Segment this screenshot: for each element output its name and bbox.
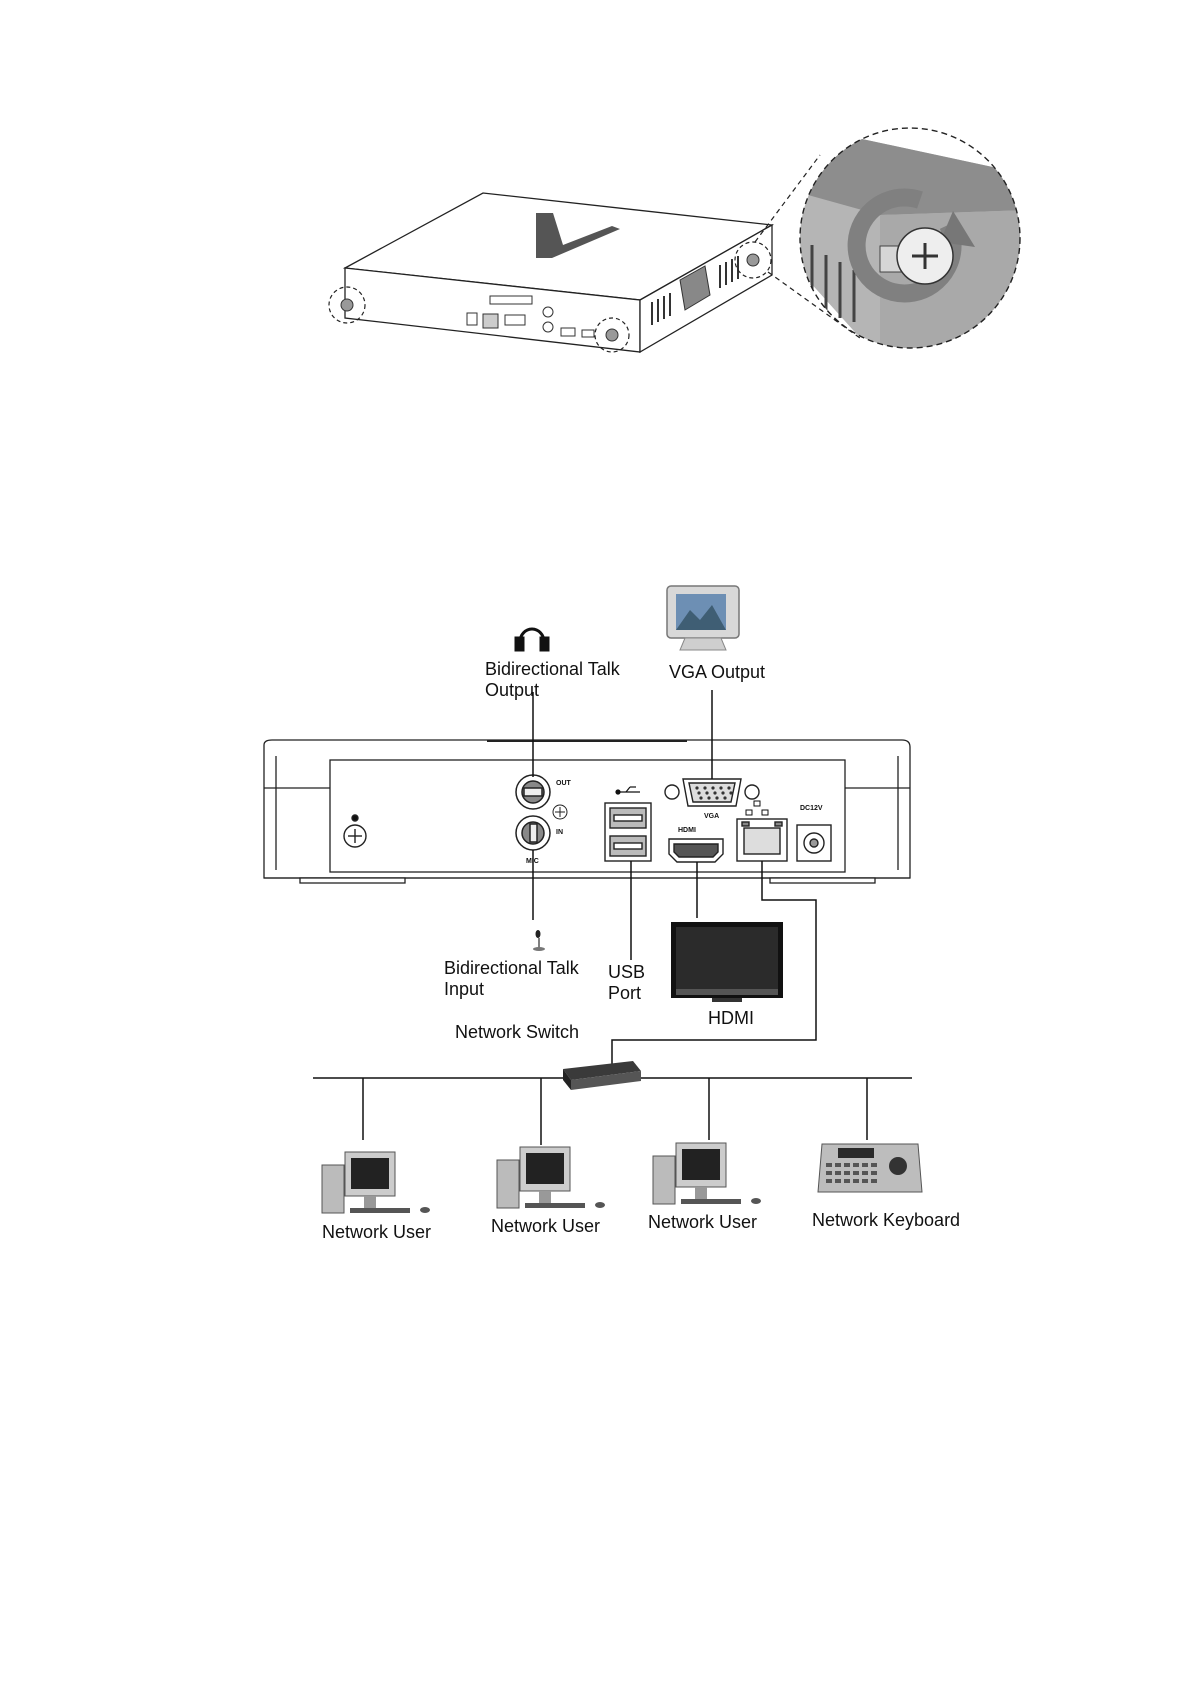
network-user-label-2: Network User: [491, 1216, 600, 1237]
talk-output-label: Bidirectional Talk Output: [485, 659, 620, 701]
network-bus: [313, 1078, 912, 1145]
headphones-icon: [516, 629, 548, 650]
connection-lines: [533, 690, 816, 1070]
network-icon: [746, 801, 768, 815]
vga-output-label: VGA Output: [669, 662, 765, 683]
ground-screw-icon: [344, 815, 366, 847]
audio-gnd-icon: [553, 805, 567, 819]
screw-detail-zoom: [790, 120, 1030, 360]
hdmi-port: [669, 839, 723, 862]
vga-mark: VGA: [704, 813, 719, 820]
microphone-icon: [533, 930, 545, 951]
hdmi-tv-icon: [671, 922, 783, 1002]
network-switch-label: Network Switch: [455, 1022, 579, 1043]
network-user-pc-3: [653, 1143, 761, 1204]
vga-pins: [695, 786, 732, 799]
nvr-rear-chassis: [264, 740, 910, 883]
nvr-chassis: [345, 193, 772, 352]
network-user-pc-2: [497, 1147, 605, 1208]
network-switch-icon: [563, 1061, 641, 1090]
out-mark: OUT: [556, 780, 572, 787]
talk-input-label: Bidirectional Talk Input: [444, 958, 579, 1000]
chassis-screw-illustration: [0, 0, 1191, 420]
mic-mark: MIC: [526, 858, 539, 865]
network-keyboard-label: Network Keyboard: [812, 1210, 960, 1231]
rj45-port: [737, 819, 787, 861]
network-user-label-3: Network User: [648, 1212, 757, 1233]
usb-icon: [616, 787, 640, 794]
hdmi-logo-mark: HDMI: [678, 827, 696, 834]
dc-mark: DC12V: [800, 805, 823, 812]
network-user-pc-1: [322, 1152, 430, 1213]
mic-in-jack: [516, 816, 550, 850]
usb-ports: [605, 803, 651, 861]
vga-monitor-icon: [667, 586, 739, 650]
vga-port: [665, 779, 759, 806]
network-keyboard-icon: [818, 1144, 922, 1192]
usb-port-label: USB Port: [608, 962, 645, 1004]
dc-power-jack: [797, 825, 831, 861]
audio-out-jack: [516, 775, 550, 809]
in-mark: IN: [556, 829, 563, 836]
network-user-label-1: Network User: [322, 1222, 431, 1243]
hdmi-label: HDMI: [708, 1008, 754, 1029]
